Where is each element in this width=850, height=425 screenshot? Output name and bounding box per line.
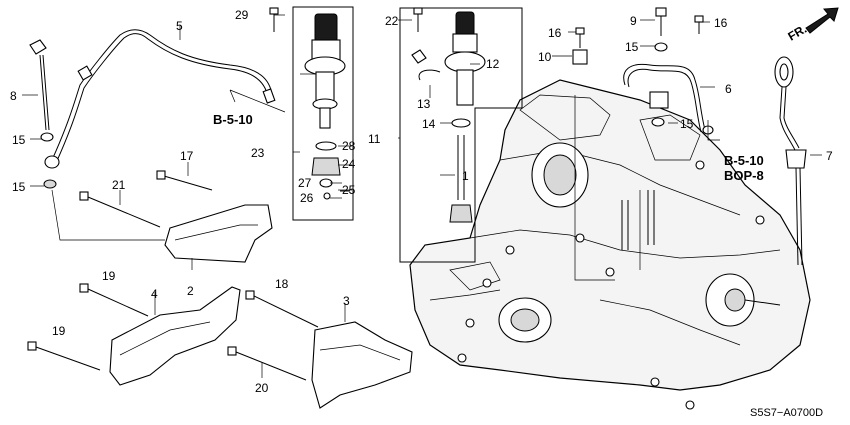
callout-14: 14 bbox=[422, 117, 436, 131]
callout-19-b: 19 bbox=[52, 324, 66, 338]
callout-8: 8 bbox=[10, 89, 17, 103]
transmission-case bbox=[409, 79, 811, 410]
pipe-part-5 bbox=[44, 29, 276, 169]
leader-lines bbox=[22, 14, 822, 378]
direction-label: FR. bbox=[785, 22, 809, 44]
callout-15-a: 15 bbox=[12, 133, 26, 147]
front-direction-arrow bbox=[805, 7, 839, 34]
callout-21: 21 bbox=[112, 178, 126, 192]
long-bolts bbox=[27, 170, 319, 381]
callout-24: 24 bbox=[342, 157, 356, 171]
callout-12: 12 bbox=[486, 57, 500, 71]
callout-27: 27 bbox=[298, 176, 312, 190]
callout-20: 20 bbox=[255, 381, 269, 395]
diagram-code: S5S7−A0700D bbox=[750, 407, 823, 419]
callout-28: 28 bbox=[342, 139, 356, 153]
callout-10: 10 bbox=[538, 50, 552, 64]
callout-26: 26 bbox=[300, 191, 314, 205]
callout-15-b: 15 bbox=[12, 180, 26, 194]
callout-23: 23 bbox=[251, 146, 265, 160]
cover-part-4 bbox=[109, 286, 241, 386]
ref-left: B-5-10 bbox=[213, 112, 253, 127]
callout-18: 18 bbox=[275, 277, 289, 291]
callout-numbers: 1 2 3 4 5 6 7 8 9 10 11 12 13 14 15 15 1… bbox=[10, 8, 833, 395]
bracket-part-2 bbox=[164, 204, 273, 263]
callout-13: 13 bbox=[417, 97, 431, 111]
small-bolts bbox=[269, 7, 704, 127]
callout-11: 11 bbox=[368, 132, 381, 146]
sensor-assembly-part-23 bbox=[292, 6, 354, 221]
callout-15-d: 15 bbox=[680, 117, 694, 131]
case-bolts bbox=[457, 160, 765, 410]
cover-part-3 bbox=[311, 321, 413, 409]
callout-19-a: 19 bbox=[102, 269, 116, 283]
callout-16-a: 16 bbox=[548, 26, 562, 40]
ref-right-line2: BOP-8 bbox=[724, 168, 764, 183]
callout-16-b: 16 bbox=[714, 16, 728, 30]
case-studs bbox=[621, 190, 655, 250]
callout-22: 22 bbox=[385, 14, 399, 28]
callout-1: 1 bbox=[462, 169, 469, 183]
callout-2: 2 bbox=[187, 284, 194, 298]
cross-references: B-5-10 B-5-10 BOP-8 bbox=[213, 112, 764, 183]
callout-17: 17 bbox=[180, 149, 194, 163]
dipstick-part-7 bbox=[774, 56, 807, 266]
callout-4: 4 bbox=[151, 287, 158, 301]
callout-15-c: 15 bbox=[625, 40, 639, 54]
callout-3: 3 bbox=[343, 294, 350, 308]
callout-5: 5 bbox=[176, 19, 183, 33]
ref-right-line1: B-5-10 bbox=[724, 153, 764, 168]
sensor-assembly-part-11 bbox=[399, 7, 523, 263]
callout-29: 29 bbox=[235, 8, 249, 22]
callout-6: 6 bbox=[725, 82, 732, 96]
bolt-part-8 bbox=[29, 39, 57, 189]
callout-25: 25 bbox=[342, 183, 356, 197]
callout-7: 7 bbox=[826, 149, 833, 163]
callout-9: 9 bbox=[630, 14, 637, 28]
